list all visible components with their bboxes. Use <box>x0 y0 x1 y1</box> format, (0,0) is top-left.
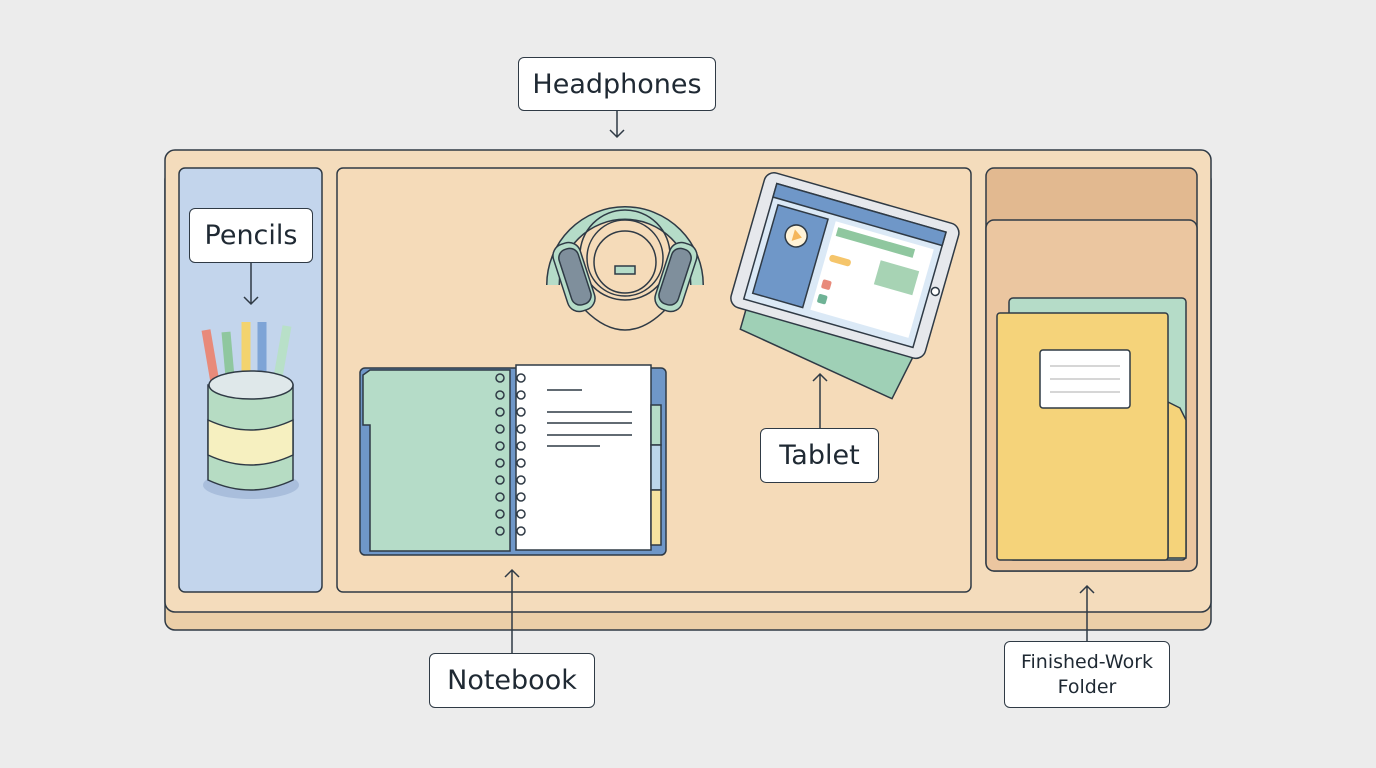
pencil-cup-icon <box>201 322 299 499</box>
arrow-tablet <box>812 372 828 428</box>
pencils-label: Pencils <box>189 208 313 263</box>
callout-arrows <box>243 111 1095 653</box>
folder-icon <box>996 297 1187 561</box>
spiral-binding <box>495 373 526 536</box>
notebook-icon <box>359 364 667 556</box>
arrow-notebook <box>504 568 520 653</box>
headphones-icon <box>546 206 704 331</box>
tablet-icon <box>730 172 960 400</box>
tablet-label: Tablet <box>760 428 879 483</box>
notebook-label: Notebook <box>429 653 595 708</box>
folder-label-line2: Folder <box>1057 675 1117 698</box>
arrow-headphones <box>609 111 625 139</box>
arrow-folder <box>1079 584 1095 641</box>
arrow-pencils <box>243 263 259 306</box>
folder-label-line1: Finished-Work <box>1020 650 1154 673</box>
finished-work-folder-label: Finished-Work Folder <box>1004 641 1170 708</box>
headphones-label: Headphones <box>518 57 716 111</box>
